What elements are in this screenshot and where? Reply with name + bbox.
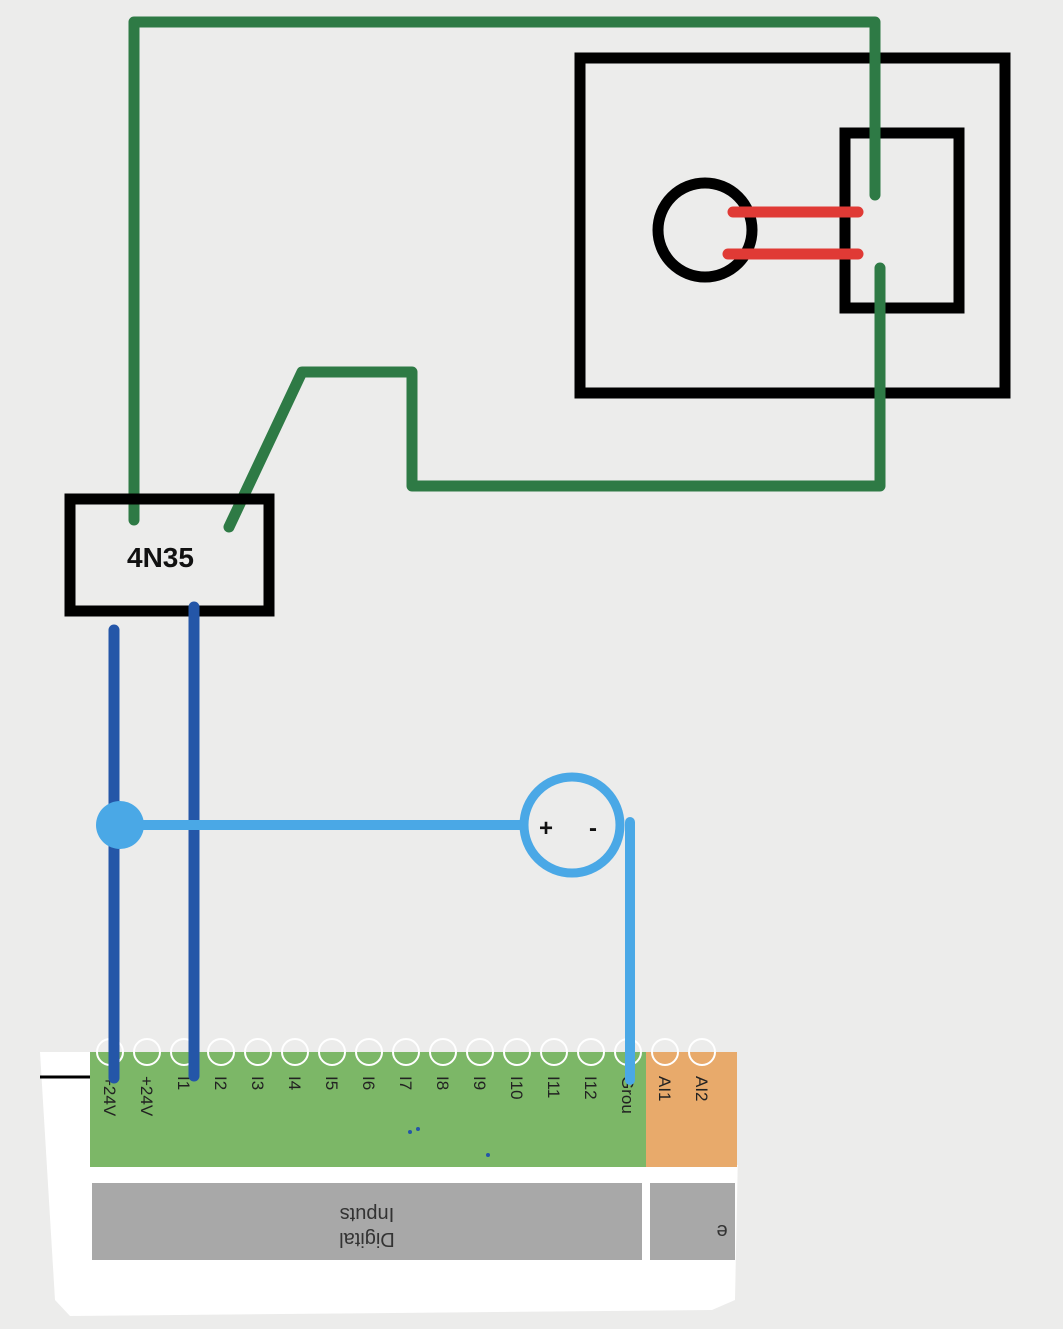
terminal-screw <box>466 1038 494 1066</box>
sensor-body <box>519 772 625 878</box>
terminal-pin-label: I4 <box>285 1076 304 1090</box>
terminal-pin-label: I3 <box>248 1076 267 1090</box>
terminal-pin-label: +24V <box>100 1076 119 1117</box>
terminal-pin-label: I11 <box>544 1076 563 1098</box>
terminal-screw <box>392 1038 420 1066</box>
digital-group-label-line2: Inputs <box>340 1203 394 1225</box>
sensor-minus-label: - <box>589 815 597 842</box>
terminal-screw <box>651 1038 679 1066</box>
sensor-plus-label: + <box>539 815 553 842</box>
sensor: + - <box>519 772 625 878</box>
digital-group-bar <box>92 1183 642 1260</box>
terminal-pin-label: AI1 <box>655 1076 674 1102</box>
terminal-dot <box>408 1130 412 1134</box>
terminal-pin-label: I10 <box>507 1076 526 1100</box>
terminal-block-cut-edge <box>737 1040 767 1165</box>
terminal-screw <box>207 1038 235 1066</box>
terminal-screw <box>281 1038 309 1066</box>
optocoupler-body <box>64 493 275 617</box>
terminal-screw <box>133 1038 161 1066</box>
relay-coil <box>652 177 758 283</box>
analog-input-block <box>646 1052 737 1167</box>
relay-wire-top <box>128 16 881 526</box>
relay-housing <box>574 52 1011 399</box>
terminal-pin-label: Grou <box>618 1076 637 1114</box>
terminal-screw <box>688 1038 716 1066</box>
relay-contact-block <box>839 127 965 314</box>
terminal-pin-label: I12 <box>581 1076 600 1100</box>
digital-input-block <box>90 1052 646 1167</box>
analog-group-bar <box>650 1183 735 1260</box>
terminal-screw <box>577 1038 605 1066</box>
terminal-dot <box>416 1127 420 1131</box>
relay-module <box>574 52 1011 399</box>
terminal-screw <box>318 1038 346 1066</box>
terminal-pin-label: I8 <box>433 1076 452 1090</box>
analog-group-label: e <box>716 1220 727 1242</box>
terminal-pin-label: AI2 <box>692 1076 711 1102</box>
optocoupler-4n35: 4N35 <box>64 493 275 617</box>
terminal-pin-label: I2 <box>211 1076 230 1090</box>
terminal-screw <box>503 1038 531 1066</box>
terminal-screw <box>355 1038 383 1066</box>
terminal-screw <box>429 1038 457 1066</box>
relay-wire-bottom <box>223 262 886 533</box>
terminal-pin-label: I1 <box>174 1076 193 1090</box>
terminal-screw <box>244 1038 272 1066</box>
terminal-pin-labels: +24V +24V I1 I2 I3 I4 I5 I6 I7 I8 I9 I10 I11 I12 Grou A… <box>100 1040 767 1165</box>
optocoupler-label: 4N35 <box>127 542 194 573</box>
terminal-pin-label: I7 <box>396 1076 415 1090</box>
terminal-pin-label: I6 <box>359 1076 378 1090</box>
terminal-pin-label: +24V <box>137 1076 156 1117</box>
junction-node <box>96 801 144 849</box>
digital-group-label-line1: Digital <box>339 1228 395 1250</box>
terminal-pin-label: I5 <box>322 1076 341 1090</box>
terminal-pin-label: I9 <box>470 1076 489 1090</box>
terminal-dot <box>486 1153 490 1157</box>
group-bar-pointer <box>360 1172 380 1183</box>
terminal-screws <box>96 1038 716 1066</box>
terminal-block: +24V +24V I1 I2 I3 I4 I5 I6 I7 I8 I9 I10 I11 I12 Grou A… <box>40 1038 767 1316</box>
terminal-screw <box>540 1038 568 1066</box>
